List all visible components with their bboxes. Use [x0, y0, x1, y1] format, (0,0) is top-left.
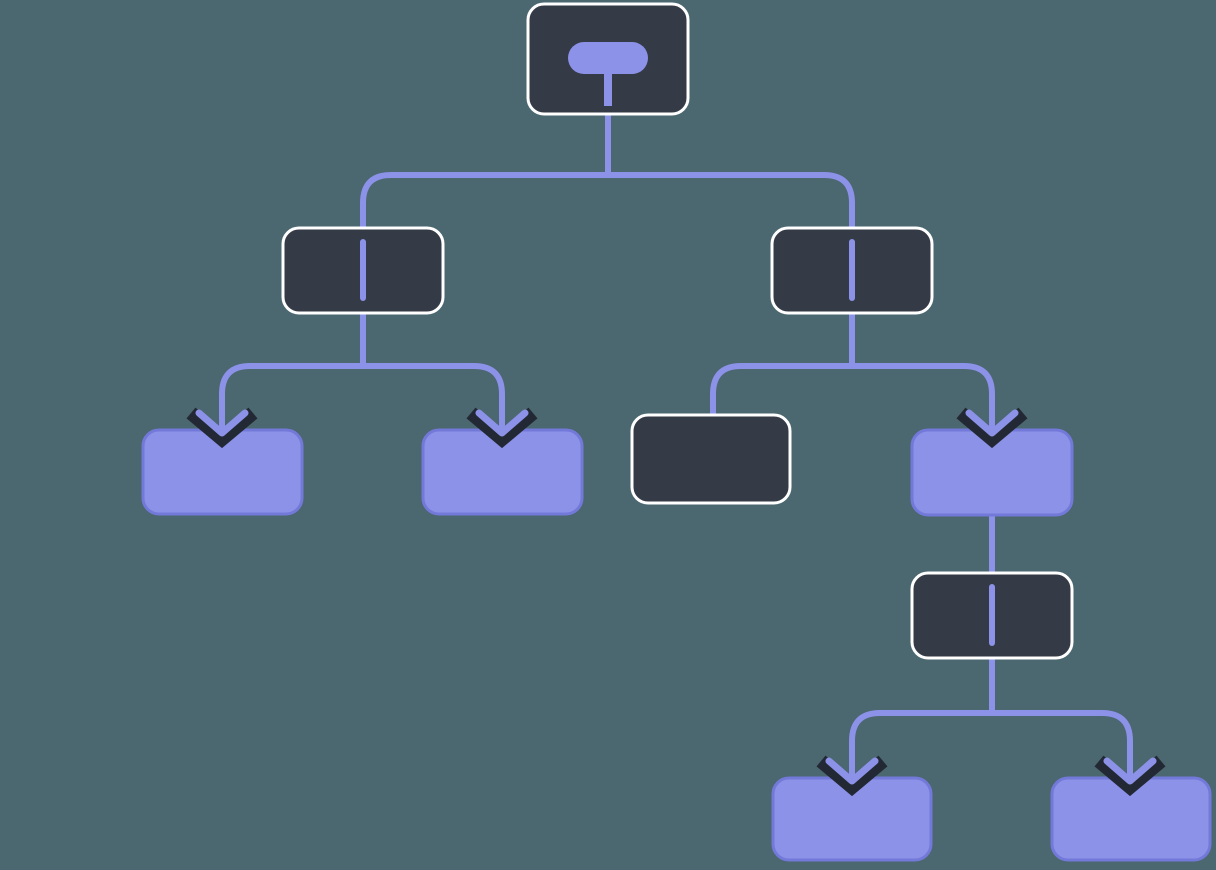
edge-branch-left-to-leaf-left-1	[219, 311, 366, 431]
edge-branch-right-to-leaf-dark	[710, 311, 855, 415]
merge-arrow-icon	[956, 407, 1028, 449]
edges-layer	[219, 112, 1133, 779]
merge-chevron-icon	[1094, 755, 1166, 797]
merge-chevron-icon	[816, 755, 888, 797]
merge-arrow-icon	[466, 407, 538, 449]
edge-markers-layer	[186, 407, 1166, 797]
edge-root-to-branch-left	[360, 112, 611, 228]
collapsed-branch-pill-icon	[568, 42, 648, 74]
node-leaf-dark[interactable]	[630, 413, 792, 505]
pass-through-line-icon	[849, 239, 855, 301]
arrowhead-icon	[475, 409, 529, 437]
edge-branch-left-to-leaf-left-2	[360, 311, 505, 431]
pass-through-line-icon	[989, 584, 995, 646]
merge-arrow-icon	[816, 755, 888, 797]
arrowhead-icon	[825, 757, 879, 785]
edge-branch-bottom-to-leaf-bottom-2	[989, 656, 1133, 779]
node-body-dark[interactable]	[630, 413, 792, 505]
edge-branch-bottom-to-leaf-bottom-1	[849, 656, 995, 779]
merge-chevron-icon	[956, 407, 1028, 449]
merge-arrow-icon	[1094, 755, 1166, 797]
nodes-layer	[141, 2, 1212, 862]
arrowhead-icon	[965, 409, 1019, 437]
node-branch-right[interactable]	[770, 226, 934, 315]
edge-root-to-branch-right	[605, 112, 855, 228]
arrowhead-icon	[195, 409, 249, 437]
node-branch-bottom[interactable]	[910, 571, 1074, 660]
edge-branch-right-to-mid-right	[849, 311, 995, 431]
pass-through-line-icon	[360, 239, 366, 301]
node-root[interactable]	[526, 2, 690, 116]
merge-chevron-icon	[466, 407, 538, 449]
arrowhead-icon	[1103, 757, 1157, 785]
merge-arrow-icon	[186, 407, 258, 449]
merge-chevron-icon	[186, 407, 258, 449]
collapsed-branch-stem-icon	[604, 70, 612, 106]
node-branch-left[interactable]	[281, 226, 445, 315]
